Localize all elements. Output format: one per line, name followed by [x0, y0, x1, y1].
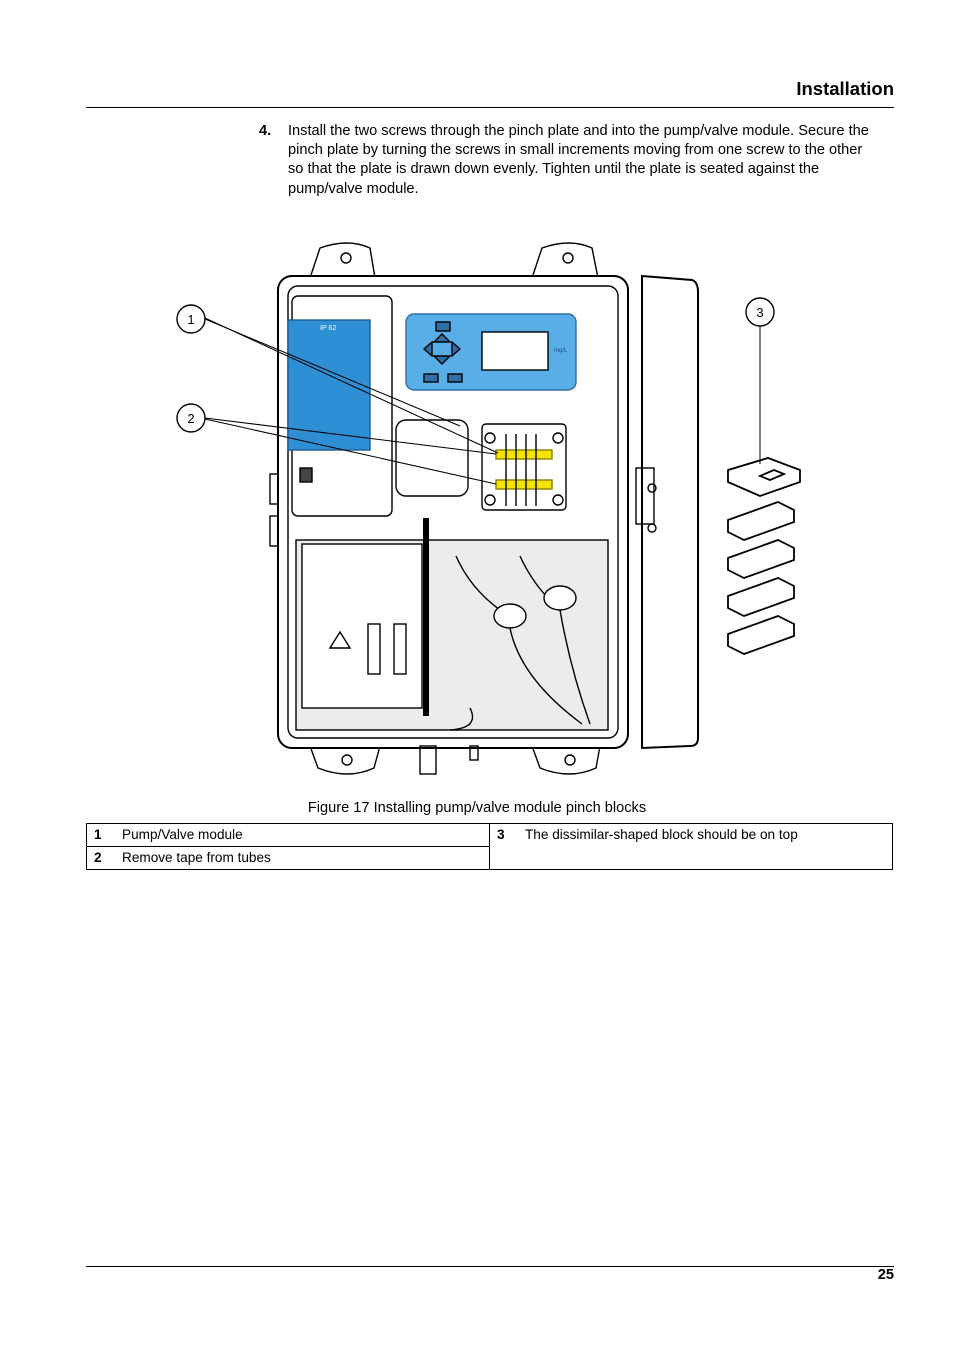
legend-cell: 3 The dissimilar-shaped block should be o… — [489, 823, 893, 870]
enclosure-inner — [287, 285, 619, 739]
table-row: 1 Pump/Valve module 3 The dissimilar-shape… — [86, 823, 893, 870]
figure-caption: Figure 17 Installing pump/valve module p… — [307, 800, 647, 816]
legend-number: 2 — [94, 850, 102, 865]
enclosure-door — [641, 274, 699, 750]
warning-label — [287, 319, 371, 451]
step-text: Install the two screws through the pinch… — [288, 123, 869, 197]
label-ip-rating: IP 62 — [320, 325, 336, 332]
plumbing-label — [301, 543, 423, 709]
legend-cell: 1 Pump/Valve module — [86, 823, 490, 847]
mount-tab-bottom-left — [309, 745, 381, 775]
controller-screen — [481, 331, 549, 371]
pinch-blocks — [727, 457, 801, 655]
page-number: 25 — [877, 1267, 894, 1283]
callout-2-number: 2 — [187, 411, 194, 426]
mount-tab-bottom-right — [531, 745, 601, 775]
callout-1-number: 1 — [187, 312, 194, 327]
legend-text: The dissimilar-shaped block should be on… — [525, 827, 798, 842]
legend-number: 1 — [94, 827, 102, 842]
section-title: Installation — [796, 78, 894, 99]
legend-cell: 2 Remove tape from tubes — [86, 846, 490, 870]
header-rule — [86, 107, 894, 108]
legend-text: Remove tape from tubes — [122, 850, 271, 865]
legend-number: 3 — [497, 827, 505, 842]
step-number: 4. — [259, 123, 272, 139]
table-row: 2 Remove tape from tubes — [86, 846, 893, 870]
callout-3-number: 3 — [756, 305, 763, 320]
display-unit: mg/L — [554, 348, 568, 354]
footer-rule — [86, 1266, 894, 1267]
mount-tab-top-left — [309, 242, 376, 279]
mount-tab-top-right — [531, 242, 599, 279]
legend-text: Pump/Valve module — [122, 827, 243, 842]
installation-figure: 1 2 3 IP 62 mg/L — [176, 242, 801, 775]
legend-table: 1 Pump/Valve module 3 The dissimilar-shape… — [86, 823, 893, 870]
